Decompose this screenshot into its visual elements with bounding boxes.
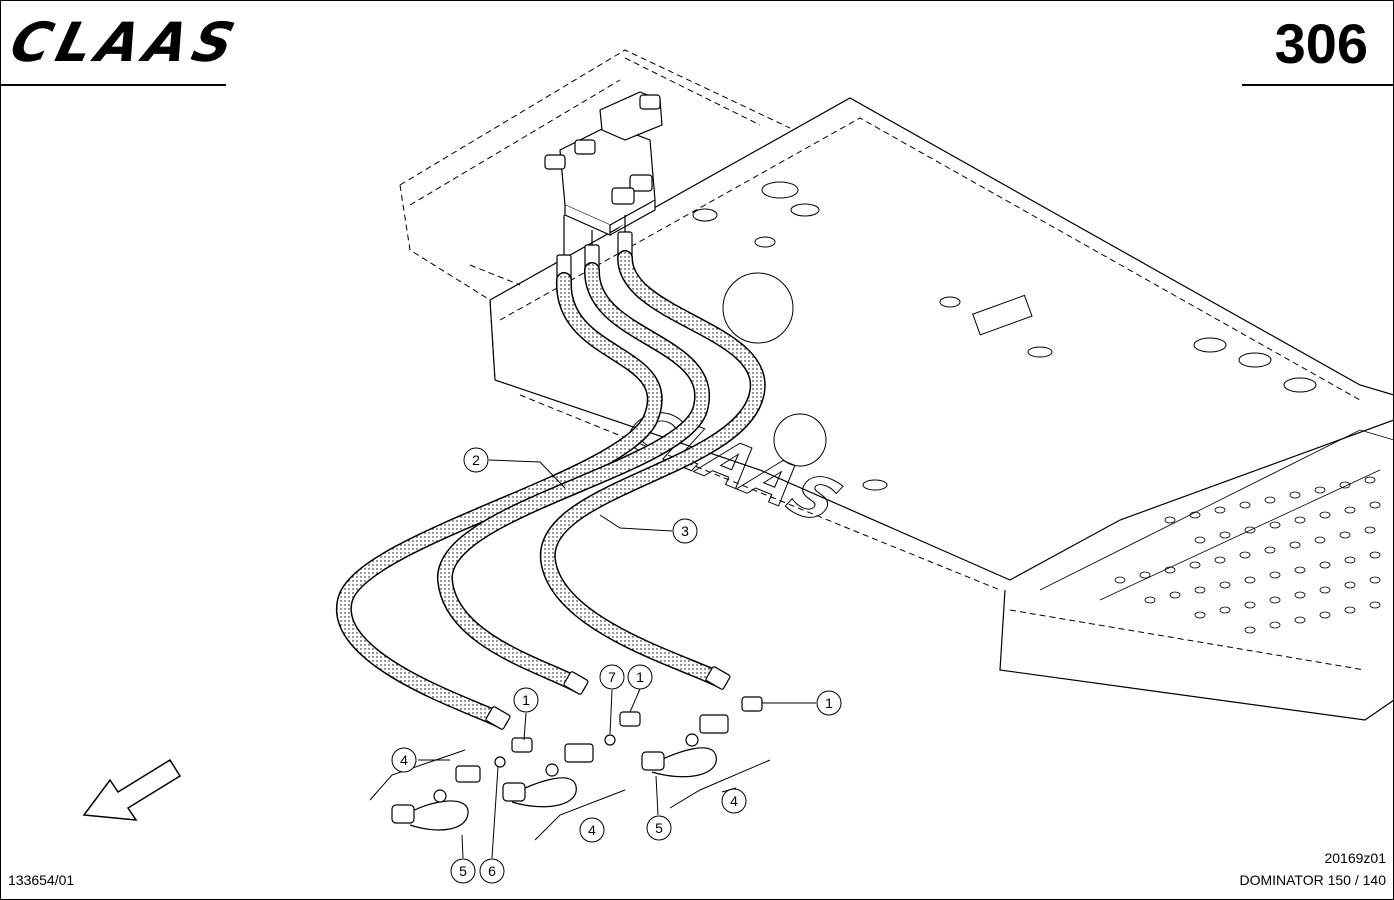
hose-middle: [437, 262, 711, 693]
callout-1a: 1: [513, 687, 539, 713]
hose-left: [335, 272, 663, 728]
machine-model: DOMINATOR 150 / 140: [1239, 872, 1386, 888]
svg-text:7: 7: [608, 669, 616, 685]
svg-text:3: 3: [681, 523, 689, 539]
svg-text:5: 5: [655, 820, 663, 836]
lower-hose-nuts: [485, 666, 731, 730]
svg-text:2: 2: [472, 452, 480, 468]
leader-lines: [369, 459, 816, 859]
brand-underline: [0, 84, 226, 86]
callout-3: 3: [672, 518, 698, 544]
svg-text:1: 1: [825, 695, 833, 711]
svg-text:4: 4: [730, 793, 738, 809]
svg-text:5: 5: [459, 863, 467, 879]
platform-dashed-edges: [499, 117, 1366, 671]
callout-4c: 4: [721, 788, 747, 814]
direction-arrow: [82, 758, 182, 821]
callout-1c: 1: [816, 690, 842, 716]
svg-text:1: 1: [522, 692, 530, 708]
control-valve-block: [544, 91, 663, 236]
callout-2: 2: [463, 447, 489, 473]
svg-text:1: 1: [636, 669, 644, 685]
platform-top: [489, 97, 1394, 721]
platform-holes: [692, 181, 1317, 491]
callout-4a: 4: [391, 747, 417, 773]
svg-text:6: 6: [488, 863, 496, 879]
couplings-and-caps: [391, 696, 763, 831]
callout-6: 6: [479, 858, 505, 884]
callout-5a: 5: [450, 858, 476, 884]
svg-text:4: 4: [588, 822, 596, 838]
callout-7: 7: [599, 664, 625, 690]
hose-right: [539, 250, 766, 688]
callout-5b: 5: [646, 815, 672, 841]
svg-text:4: 4: [400, 752, 408, 768]
figure-code: 20169z01: [1324, 850, 1386, 866]
callout-1b: 1: [627, 664, 653, 690]
callout-4b: 4: [579, 817, 605, 843]
page-number: 306: [1274, 12, 1368, 75]
page-number-underline: [1242, 84, 1394, 86]
hydraulic-hoses: [335, 250, 766, 728]
drawing-reference: 133654/01: [8, 872, 75, 888]
perforated-grate: [1039, 429, 1394, 634]
